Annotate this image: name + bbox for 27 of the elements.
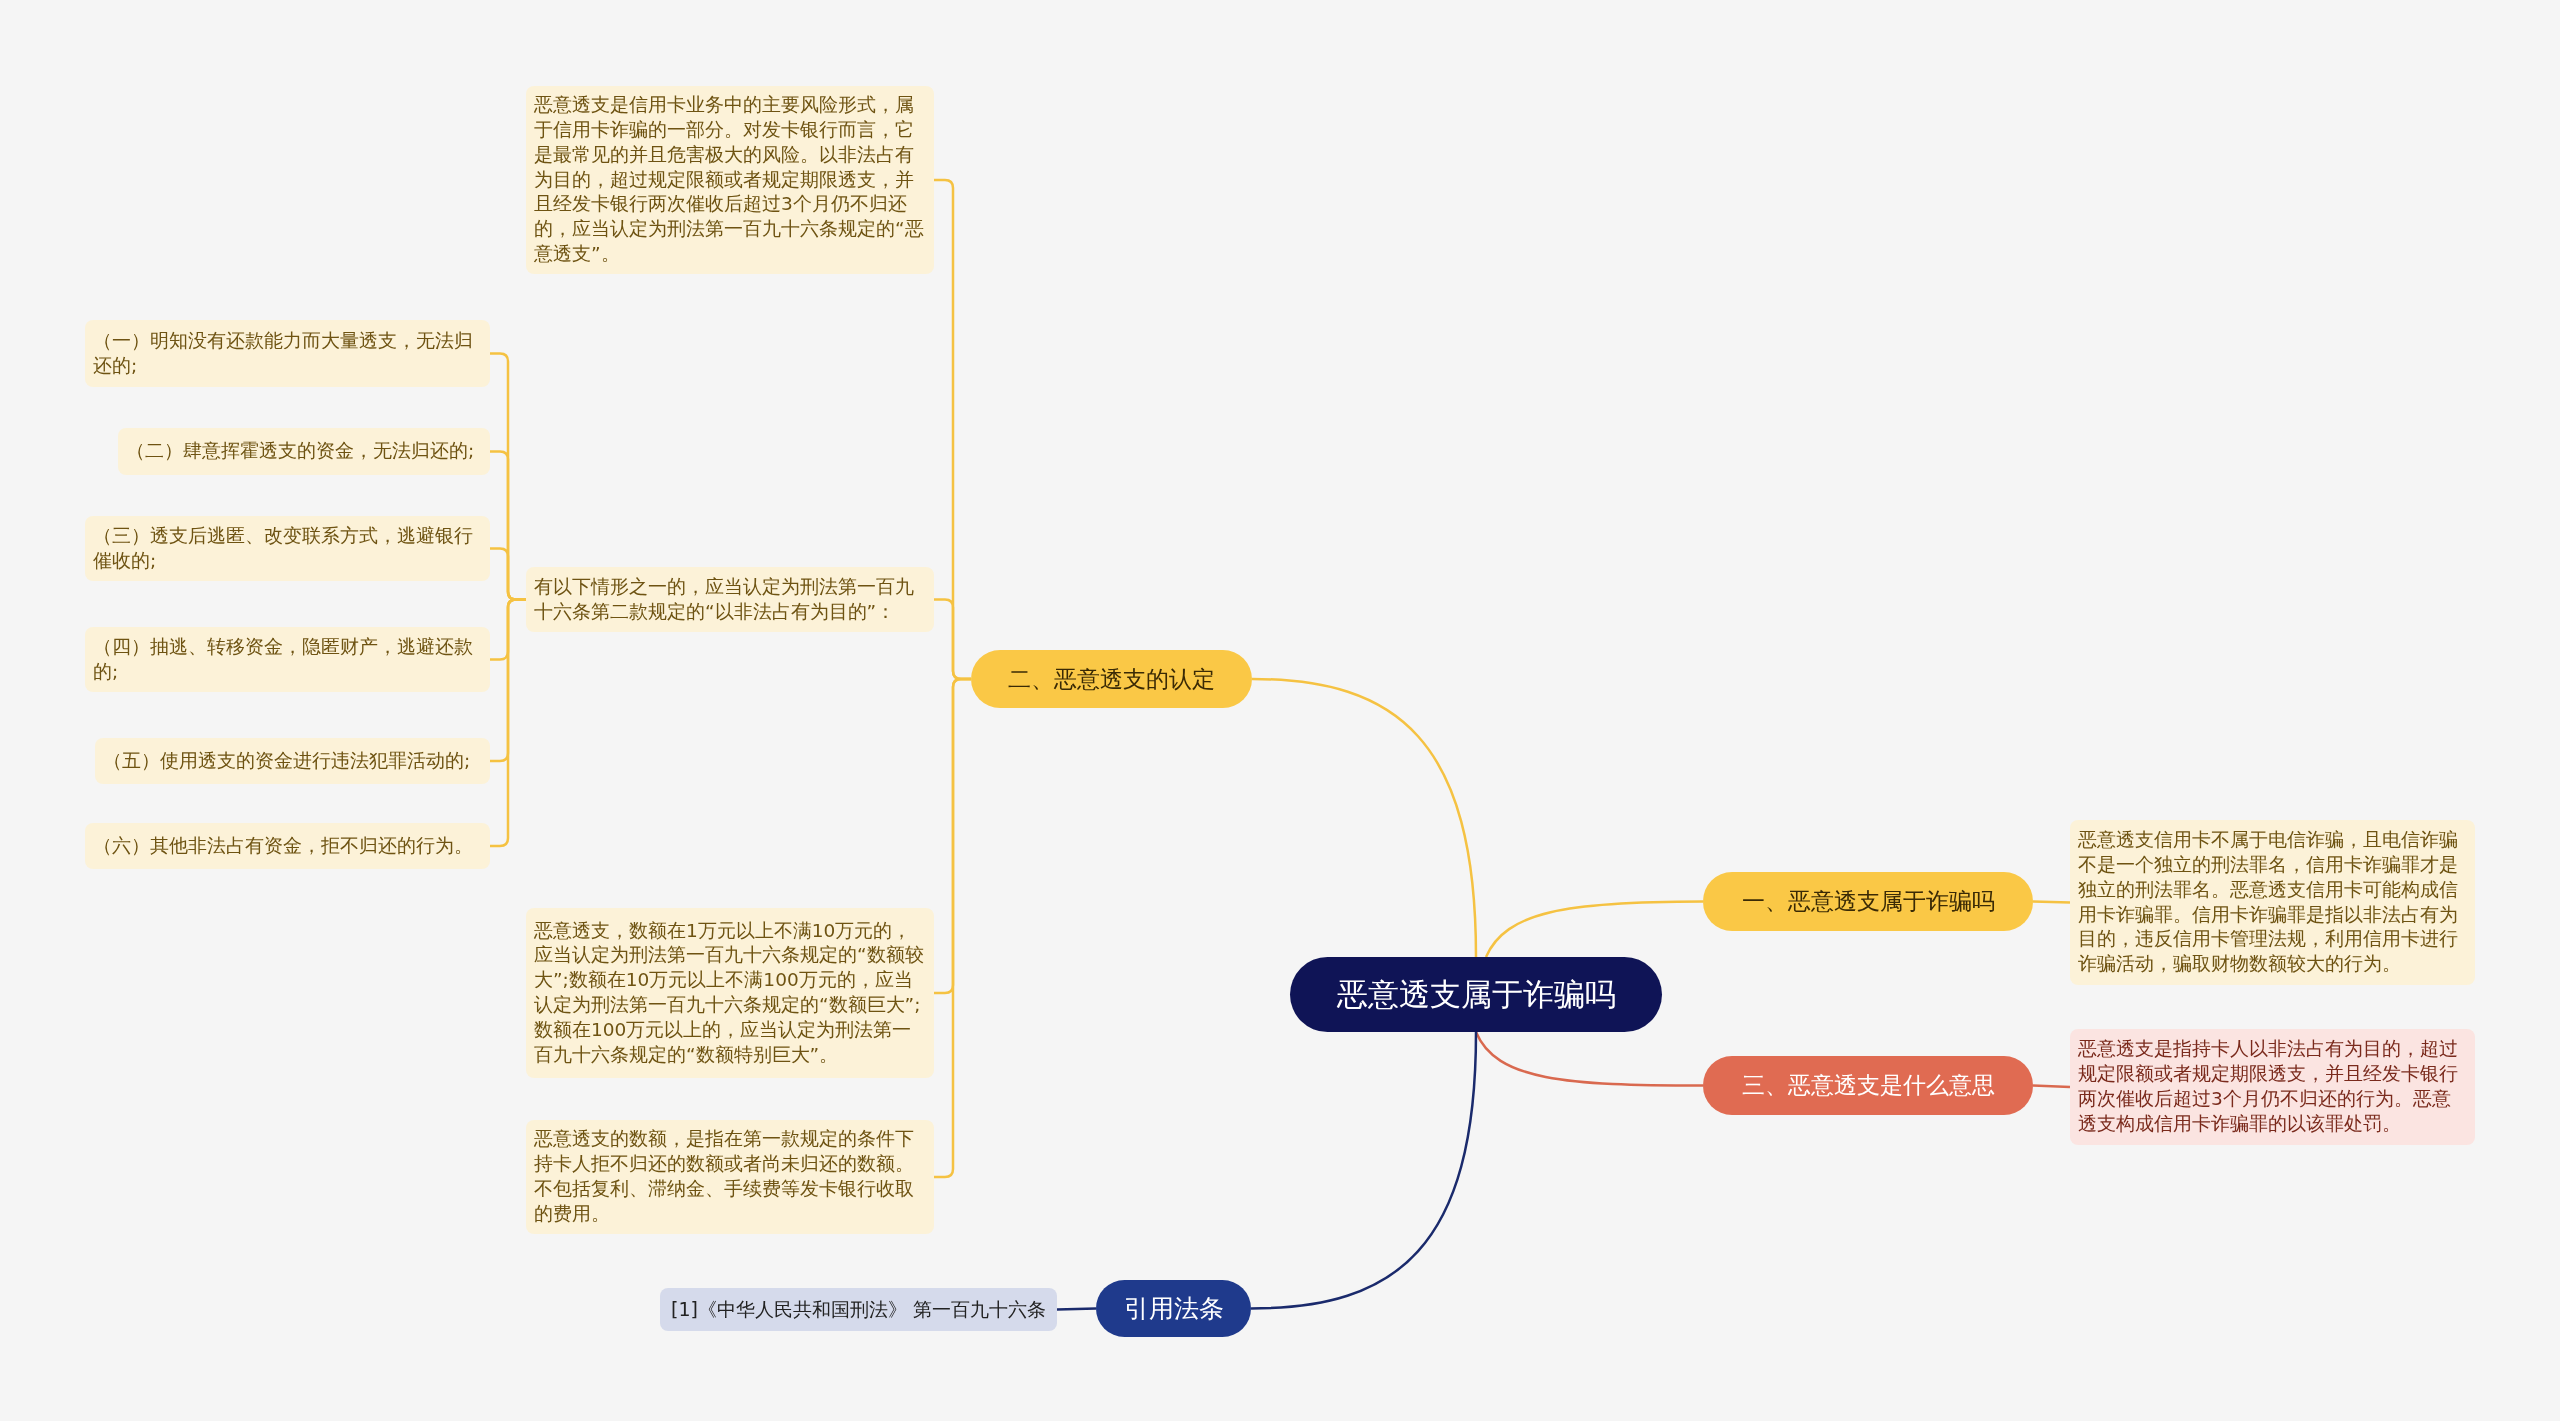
note-card: （五）使用透支的资金进行违法犯罪活动的; [95, 738, 490, 784]
note-card: （六）其他非法占有资金，拒不归还的行为。 [85, 823, 490, 869]
note-card: 有以下情形之一的，应当认定为刑法第一百九十六条第二款规定的“以非法占有为目的”： [526, 567, 934, 632]
connector-line [490, 598, 526, 848]
note-card: （三）透支后逃匿、改变联系方式，逃避银行催收的; [85, 516, 490, 581]
connector-line [1484, 900, 1703, 958]
connector-line [1474, 1031, 1703, 1087]
note-card: 恶意透支是信用卡业务中的主要风险形式，属于信用卡诈骗的一部分。对发卡银行而言，它是最常见的并且危害极大的风险。以非法占有为目的，超过规定限额或者规定期限透支，并且经发卡银行两次催收后超过3个月仍不归还的，应当认定为刑法第一百九十六条规定的“恶意透支”。 [526, 86, 934, 274]
note-card: （四）抽逃、转移资金，隐匿财产，逃避还款的; [85, 627, 490, 692]
topic-pill: 三、恶意透支是什么意思 [1703, 1056, 2033, 1115]
connector-line [1251, 677, 1478, 958]
topic-pill: 二、恶意透支的认定 [971, 650, 1252, 708]
connector-line [1250, 1031, 1478, 1310]
note-card: （二）肆意挥霍透支的资金，无法归还的; [118, 428, 490, 475]
note-card: 恶意透支，数额在1万元以上不满10万元的，应当认定为刑法第一百九十六条规定的“数额较大”;数额在10万元以上不满100万元的，应当认定为刑法第一百九十六条规定的“数额巨大”;数额在100万元以上的，应当认定为刑法第一百九十六条规定的“数额特别巨大”。 [526, 908, 934, 1078]
connector-line [2032, 1084, 2071, 1089]
central-topic: 恶意透支属于诈骗吗 [1290, 957, 1662, 1032]
topic-pill: 一、恶意透支属于诈骗吗 [1703, 872, 2033, 931]
note-card: （一）明知没有还款能力而大量透支，无法归还的; [85, 320, 490, 387]
connector-line [2032, 900, 2071, 904]
reference-card: [1]《中华人民共和国刑法》 第一百九十六条 [660, 1288, 1057, 1331]
note-card: 恶意透支的数额，是指在第一款规定的条件下持卡人拒不归还的数额或者尚未归还的数额。不包括复利、滞纳金、手续费等发卡银行收取的费用。 [526, 1120, 934, 1234]
connector-line [1056, 1307, 1097, 1311]
connector-line [934, 677, 971, 1179]
topic-pill: 引用法条 [1096, 1280, 1251, 1337]
note-card: 恶意透支是指持卡人以非法占有为目的，超过规定限额或者规定期限透支，并且经发卡银行两次催收后超过3个月仍不归还的行为。恶意透支构成信用卡诈骗罪的以该罪处罚。 [2070, 1029, 2475, 1145]
note-card: 恶意透支信用卡不属于电信诈骗，且电信诈骗不是一个独立的刑法罪名，信用卡诈骗罪才是独立的刑法罪名。恶意透支信用卡可能构成信用卡诈骗罪。信用卡诈骗罪是指以非法占有为目的，违反信用卡管理法规，利用信用卡进行诈骗活动，骗取财物数额较大的行为。 [2070, 820, 2475, 985]
